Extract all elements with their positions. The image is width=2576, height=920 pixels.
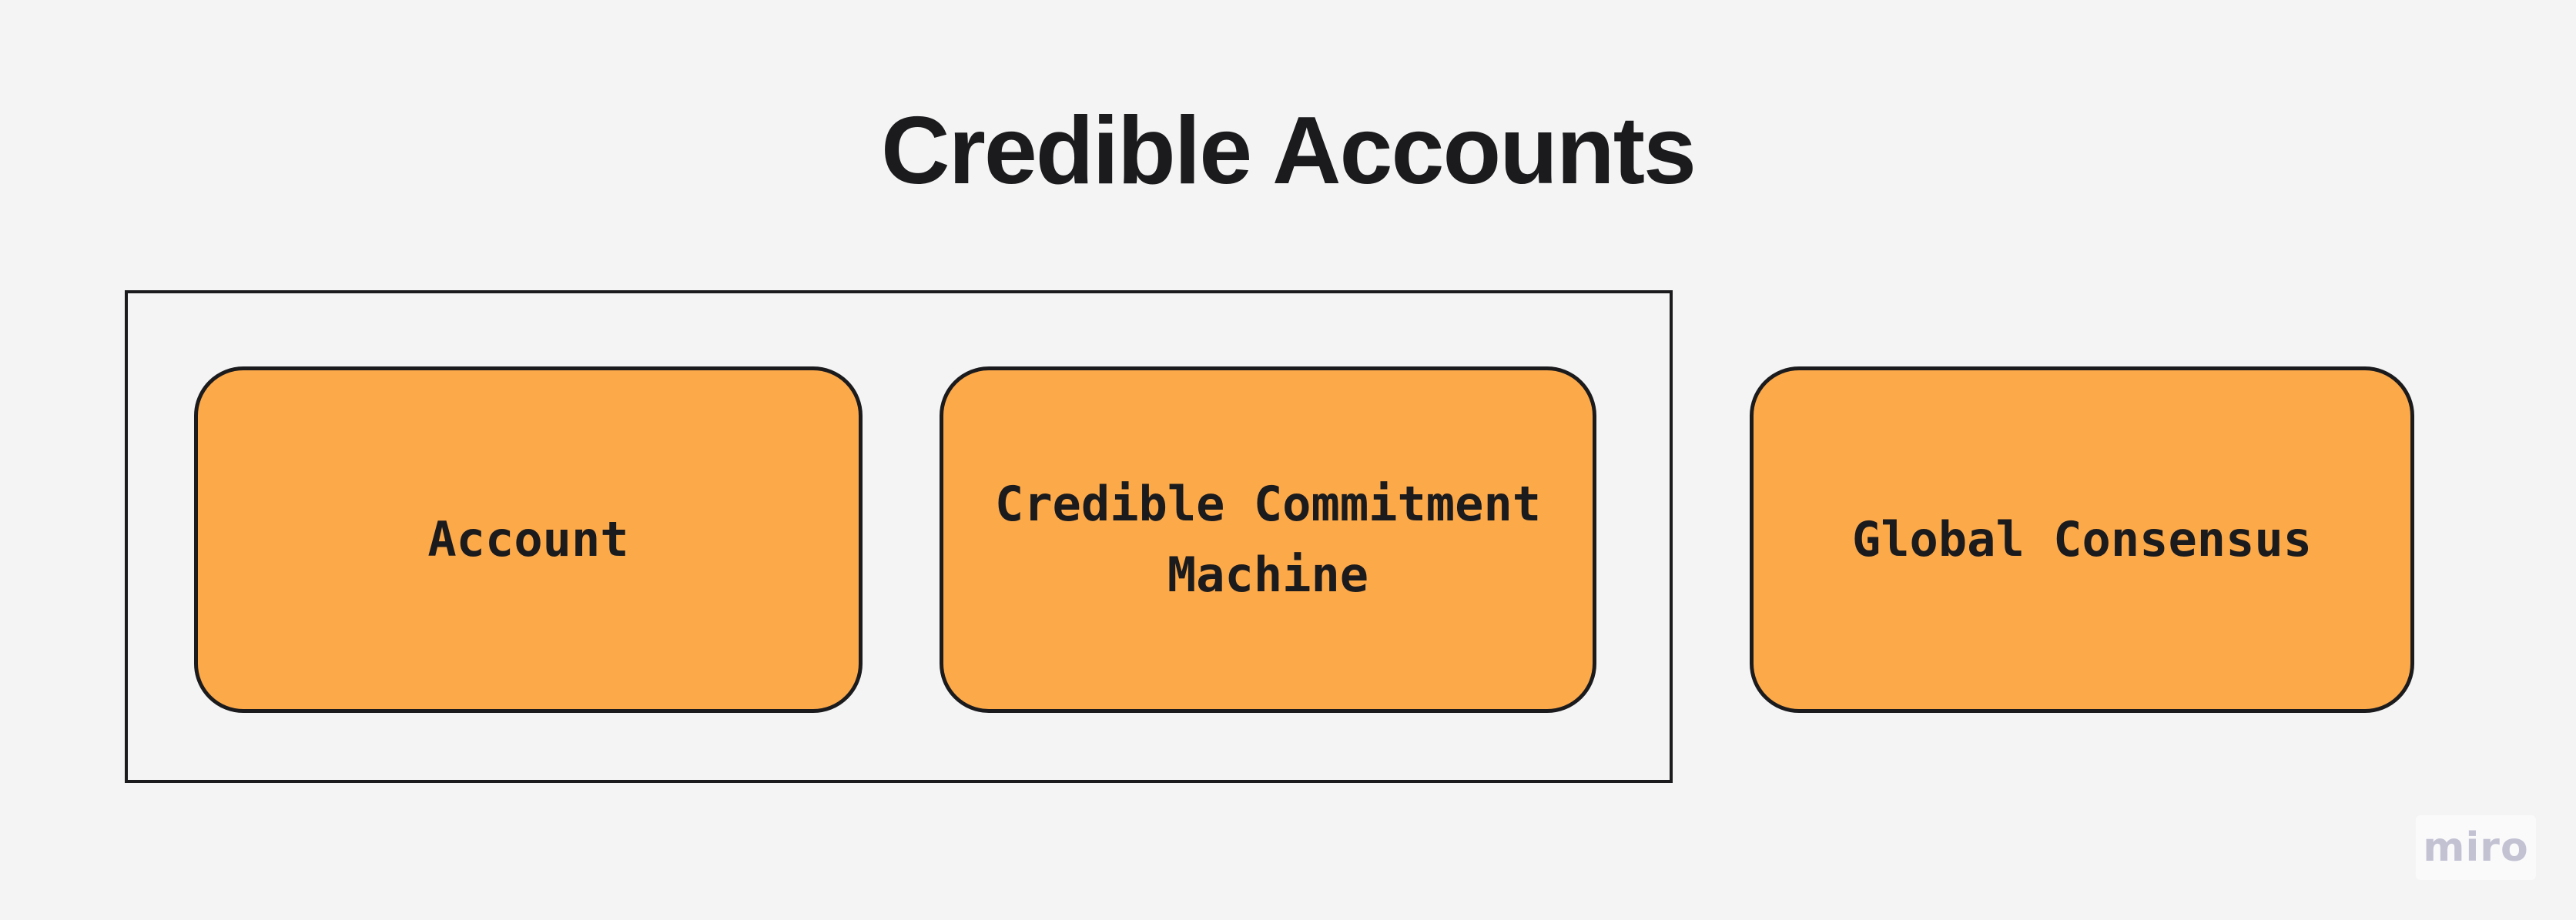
node-global-consensus[interactable]: Global Consensus xyxy=(1750,366,2414,713)
node-credible-commitment-machine[interactable]: Credible Commitment Machine xyxy=(940,366,1596,713)
group-container-rectangle[interactable] xyxy=(125,290,1673,783)
board-title: Credible Accounts xyxy=(881,98,1697,204)
node-account-label: Account xyxy=(427,511,629,567)
node-global-consensus-label: Global Consensus xyxy=(1851,511,2313,567)
miro-logo: miro xyxy=(2423,825,2529,871)
node-credible-commitment-machine-label: Credible Commitment Machine xyxy=(994,476,1542,603)
node-account[interactable]: Account xyxy=(194,366,863,713)
miro-watermark-badge[interactable]: miro xyxy=(2416,815,2536,880)
